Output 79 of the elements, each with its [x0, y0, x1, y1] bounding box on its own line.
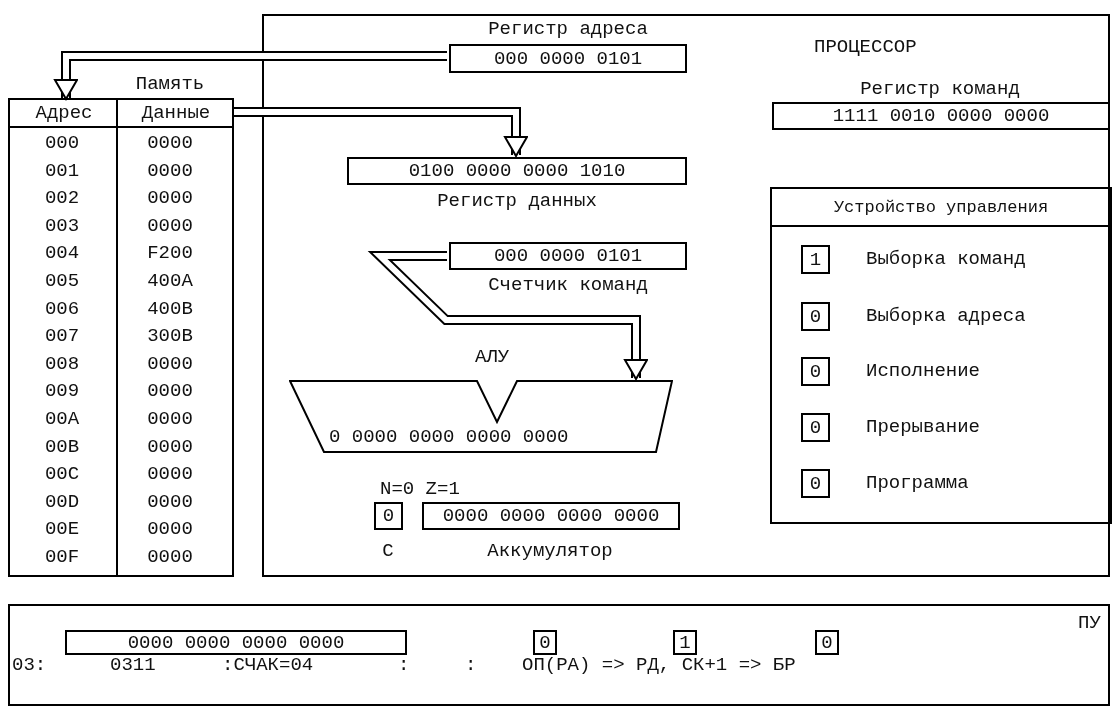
double-line-arrow — [54, 51, 447, 100]
table-cell: 000 — [44, 134, 80, 153]
table-cell: 0000 — [147, 382, 193, 402]
table-cell: 001 — [44, 161, 80, 181]
table-cell: 00E — [44, 520, 80, 540]
instruction-register: 1111 0010 0000 0000 — [772, 102, 1110, 130]
processor-panel — [262, 14, 1110, 577]
flag-indicator: 1 — [801, 245, 830, 274]
table-cell: 0000 — [147, 548, 193, 567]
flag-indicator: 0 — [801, 413, 830, 442]
register-caption: АЛУ — [474, 348, 510, 367]
program-counter: 000 0000 0101 — [449, 242, 687, 270]
flag-indicator: 0 — [801, 302, 830, 331]
table-cell: 003 — [44, 216, 80, 236]
table-cell: 0000 — [147, 134, 193, 153]
double-line-arrow — [234, 107, 528, 157]
register-caption: Память — [135, 75, 205, 94]
status-text: ОП(РА) => РД, СК+1 => БР — [522, 656, 796, 675]
status-text: : — [398, 656, 410, 675]
register-caption: Регистр адреса — [488, 20, 648, 39]
alu-block — [289, 380, 673, 453]
table-cell: 009 — [44, 382, 80, 402]
control-unit-panel — [770, 187, 1112, 524]
table-cell: 0000 — [147, 189, 193, 209]
table-cell: 0000 — [147, 520, 193, 540]
register-display: 0000 0000 0000 0000 — [65, 630, 407, 655]
table-cell: 006 — [44, 299, 80, 319]
register-caption: Исполнение — [866, 362, 981, 381]
status-text: : — [465, 656, 477, 675]
status-text: 0311 — [110, 656, 156, 675]
data-register: 0100 0000 0000 1010 — [347, 157, 687, 185]
table-cell: F200 — [147, 244, 193, 264]
table-cell: 0000 — [147, 410, 193, 429]
table-cell: 0000 — [147, 161, 193, 181]
table-cell: 00F — [44, 548, 80, 567]
flag-indicator: 0 — [801, 357, 830, 386]
flag-indicator: 0 — [533, 630, 557, 655]
table-cell: 002 — [44, 189, 80, 209]
flag-indicator: 0 — [815, 630, 839, 655]
table-cell: 005 — [44, 272, 80, 291]
register-caption: Регистр команд — [860, 80, 1020, 99]
register-caption: C — [382, 542, 394, 561]
flag-indicator: 0 — [801, 469, 830, 498]
accumulator-register: 0000 0000 0000 0000 — [422, 502, 680, 530]
status-text: :СЧАК=04 — [222, 656, 314, 675]
table-cell: 300B — [147, 327, 193, 347]
table-cell: 0000 — [147, 492, 193, 512]
register-caption: Регистр данных — [437, 192, 597, 211]
address-register: 000 0000 0101 — [449, 44, 687, 73]
panel-heading: Устройство управления — [772, 189, 1110, 227]
table-cell: 0000 — [147, 216, 193, 236]
table-cell: 400B — [147, 299, 193, 319]
table-cell: 0000 — [147, 437, 193, 457]
table-cell: 00C — [44, 465, 80, 485]
table-cell: 0000 — [147, 465, 193, 485]
memory-table — [8, 98, 234, 577]
register-caption: Выборка команд — [866, 250, 1026, 269]
flag-indicator: 1 — [673, 630, 697, 655]
table-cell: 007 — [44, 327, 80, 347]
control-panel — [8, 604, 1110, 706]
status-text: N=0 Z=1 — [380, 480, 460, 499]
register-caption: Прерывание — [866, 418, 981, 437]
register-caption: Счетчик команд — [488, 276, 648, 295]
register-caption: Выборка адреса — [866, 307, 1026, 326]
carry-flag: 0 — [374, 502, 403, 530]
table-cell: 00B — [44, 437, 80, 457]
table-cell: 008 — [44, 354, 80, 374]
double-line-arrow — [367, 251, 648, 380]
table-cell: 00D — [44, 492, 80, 512]
register-caption: Аккумулятор — [487, 542, 613, 561]
status-text: 03: — [12, 656, 47, 675]
panel-title: ПРОЦЕССОР — [814, 38, 917, 57]
register-value: 0 0000 0000 0000 0000 — [329, 428, 569, 447]
table-cell: 004 — [44, 244, 80, 264]
table-cell: 400A — [147, 272, 193, 291]
panel-title: ПУ — [1078, 614, 1101, 633]
register-caption: Программа — [866, 474, 969, 493]
table-cell: 00A — [44, 410, 80, 429]
table-cell: 0000 — [147, 354, 193, 374]
